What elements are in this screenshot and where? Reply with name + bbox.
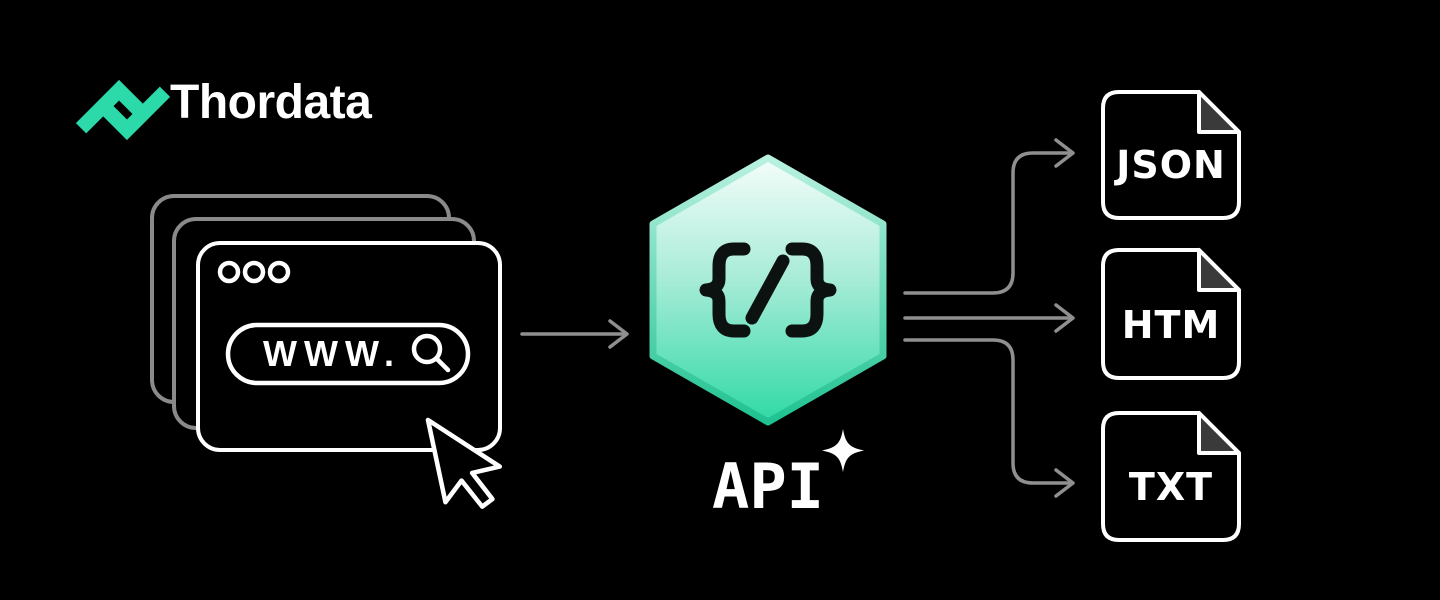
arrow-browser-to-api [520,319,629,349]
arrow-api-to-json [903,138,1075,295]
logo-text: Thordata [170,76,372,129]
arrow-api-to-txt [903,338,1075,498]
file-icon-txt: TXT [1101,411,1241,542]
file-fold-corner [1197,411,1241,455]
sparkle-icon [822,429,864,472]
logo: Thordata [75,76,373,141]
url-text: WWW. [263,333,401,374]
file-fold-corner [1197,248,1241,292]
browser-window-front [196,241,502,452]
url-bar-pill [225,322,471,386]
thordata-logo-icon [75,79,171,141]
api-node: API [649,154,887,523]
api-label: API [712,450,824,523]
code-braces-icon [699,242,837,338]
search-icon [411,333,451,373]
file-icon-htm: HTM [1101,248,1241,380]
file-label-json: JSON [1113,143,1226,187]
file-label-htm: HTM [1122,303,1221,347]
window-dots-icon [217,260,291,284]
arrow-api-to-htm [903,303,1075,333]
browser-windows-illustration: WWW. [150,194,503,509]
cursor-icon [425,417,503,509]
file-icon-json: JSON [1101,90,1241,220]
file-label-txt: TXT [1129,465,1213,509]
file-fold-corner [1197,90,1241,134]
